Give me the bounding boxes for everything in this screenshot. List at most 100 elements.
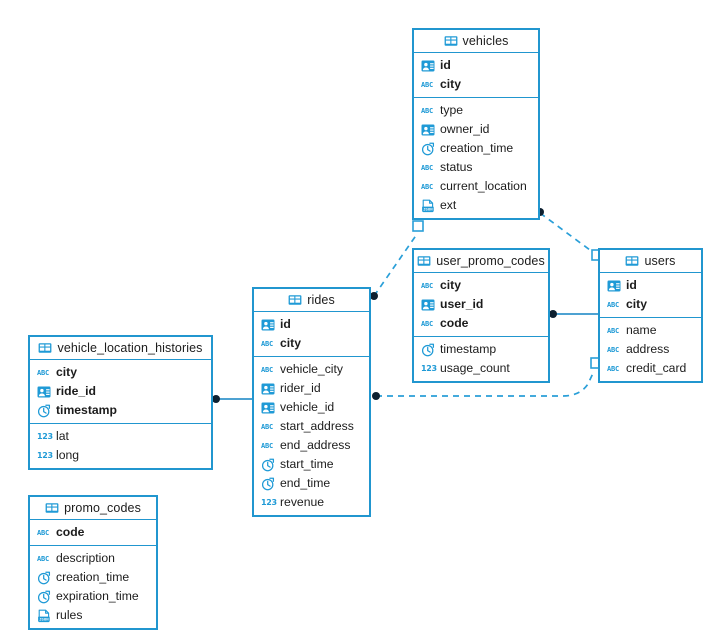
id-card-type-icon: [261, 318, 275, 332]
clock-type-icon: [37, 404, 51, 418]
field-label: city: [440, 278, 462, 292]
abc-string-type-icon: ABC: [37, 528, 50, 537]
column-field-rules[interactable]: JSON rules: [30, 606, 156, 625]
field-label: vehicle_id: [280, 400, 335, 414]
field-label: current_location: [440, 179, 527, 193]
edge-dot-marker: [549, 310, 557, 318]
primary-key-field-id[interactable]: id: [414, 56, 538, 75]
id-card-type-icon: [421, 59, 435, 73]
primary-key-field-id[interactable]: id: [254, 315, 369, 334]
abc-string-type-icon: ABC: [421, 281, 434, 290]
column-field-start-time[interactable]: start_time: [254, 455, 369, 474]
field-label: type: [440, 103, 464, 117]
table-title: user_promo_codes: [436, 254, 545, 268]
field-label: revenue: [280, 495, 325, 509]
field-label: rules: [56, 608, 83, 622]
id-card-type-icon: [421, 123, 435, 137]
table-icon: [444, 34, 458, 48]
table-icon: [417, 254, 431, 268]
field-label: start_address: [280, 419, 354, 433]
column-field-rider-id[interactable]: rider_id: [254, 379, 369, 398]
primary-key-field-timestamp[interactable]: timestamp: [30, 401, 211, 420]
column-field-timestamp[interactable]: timestamp: [414, 340, 548, 359]
primary-key-field-user-id[interactable]: user_id: [414, 295, 548, 314]
column-field-end-time[interactable]: end_time: [254, 474, 369, 493]
primary-key-field-ride-id[interactable]: ride_id: [30, 382, 211, 401]
primary-key-field-id[interactable]: id: [600, 276, 701, 295]
field-label: timestamp: [440, 342, 497, 356]
column-field-owner-id[interactable]: owner_id: [414, 120, 538, 139]
table-header-rides[interactable]: rides: [254, 289, 369, 312]
edge-vehicle-location-histories-to-rides[interactable]: [212, 395, 252, 403]
column-field-vehicle-id[interactable]: vehicle_id: [254, 398, 369, 417]
table-header-user-promo-codes[interactable]: user_promo_codes: [414, 250, 548, 273]
123-number-type-icon: 123: [421, 363, 437, 373]
field-label: city: [626, 297, 648, 311]
field-label: end_time: [280, 476, 331, 490]
table-title: promo_codes: [64, 501, 141, 515]
field-label: credit_card: [626, 361, 687, 375]
field-label: name: [626, 323, 657, 337]
field-label: usage_count: [440, 361, 510, 375]
edge-dot-marker: [370, 292, 378, 300]
table-icon: [288, 293, 302, 307]
field-label: id: [626, 278, 637, 292]
id-card-type-icon: [261, 382, 275, 396]
table-header-vehicle-location-histories[interactable]: vehicle_location_histories: [30, 337, 211, 360]
edge-square-marker: [412, 220, 424, 232]
abc-string-type-icon: ABC: [37, 368, 50, 377]
table-header-vehicles[interactable]: vehicles: [414, 30, 538, 53]
table-header-promo-codes[interactable]: promo_codes: [30, 497, 156, 520]
table-title: vehicle_location_histories: [57, 341, 203, 355]
field-label: id: [440, 58, 451, 72]
123-number-type-icon: 123: [261, 497, 277, 507]
abc-string-type-icon: ABC: [261, 339, 274, 348]
column-field-creation-time[interactable]: creation_time: [30, 568, 156, 587]
json-document-type-icon: JSON: [37, 609, 51, 623]
primary-key-field-code[interactable]: ABC code: [30, 523, 156, 542]
clock-type-icon: [421, 343, 435, 357]
abc-string-type-icon: ABC: [421, 319, 434, 328]
primary-key-field-city[interactable]: ABC city: [414, 276, 548, 295]
field-label: long: [56, 448, 80, 462]
column-field-creation-time[interactable]: creation_time: [414, 139, 538, 158]
field-label: rider_id: [280, 381, 321, 395]
id-card-type-icon: [607, 279, 621, 293]
field-label: lat: [56, 429, 69, 443]
field-label: code: [56, 525, 85, 539]
column-field-expiration-time[interactable]: expiration_time: [30, 587, 156, 606]
table-header-users[interactable]: users: [600, 250, 701, 273]
edge-user-promo-codes-to-users[interactable]: [549, 310, 598, 318]
field-label: vehicle_city: [280, 362, 343, 376]
field-label: creation_time: [56, 570, 130, 584]
